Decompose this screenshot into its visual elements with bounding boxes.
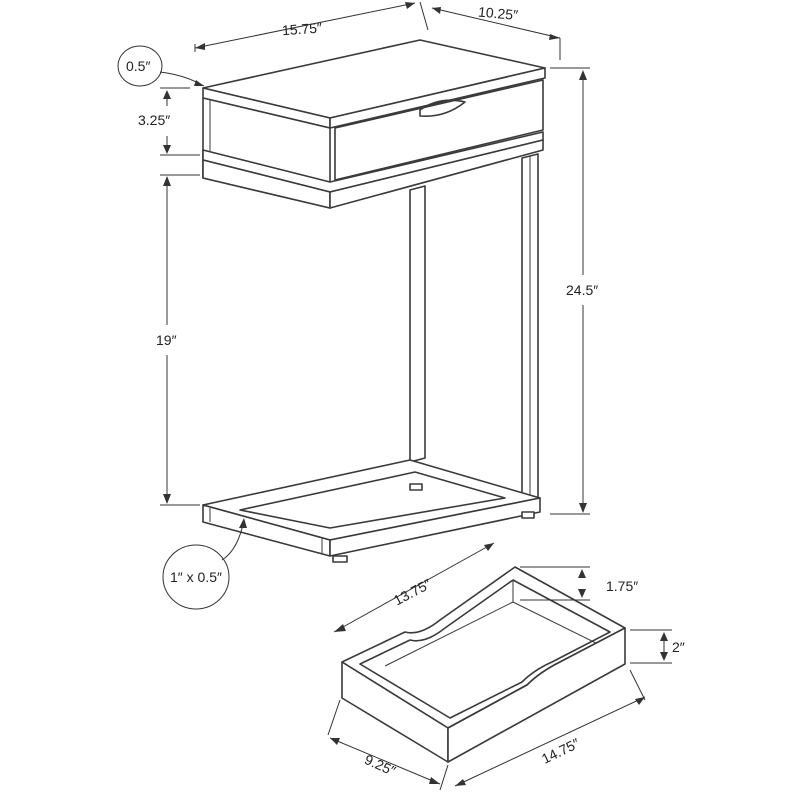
drawer-detail — [341, 566, 626, 763]
glide-rear — [409, 483, 423, 491]
label-top-width: 15.75″ — [281, 19, 322, 38]
label-tube-size: 1″ x 0.5″ — [170, 569, 222, 585]
frame-upright-inner — [409, 185, 426, 463]
base-frame-inner-opening — [239, 471, 506, 529]
drawer-box-inner — [359, 579, 611, 719]
c-table — [202, 39, 546, 563]
table-top-front-edge — [329, 67, 546, 129]
label-drawer-length: 13.75″ — [391, 575, 434, 608]
label-top-depth: 10.25″ — [477, 4, 518, 23]
drawer-dimensions — [327, 542, 672, 791]
label-drawer-outer-length: 14.75″ — [539, 735, 582, 767]
table-carcass-bottom-front — [329, 139, 544, 209]
label-drawer-front-height: 2″ — [672, 639, 685, 655]
table-dimensions — [117, 1, 590, 610]
label-total-height: 24.5″ — [566, 282, 598, 298]
glide-right — [521, 511, 535, 519]
label-top-thickness: 0.5″ — [126, 58, 150, 74]
drawer-handle-cutout — [419, 99, 466, 118]
label-drawer-height: 3.25″ — [138, 112, 170, 128]
callout-circle-tube — [162, 544, 230, 610]
glide-front — [332, 555, 348, 563]
label-drawer-depth-height: 1.75″ — [606, 578, 638, 594]
drawer-front — [334, 79, 544, 181]
label-leg-height: 19″ — [156, 332, 177, 348]
base-frame-front-edge — [329, 497, 541, 557]
callout-circle-top-thickness — [117, 45, 163, 87]
label-drawer-width: 9.25″ — [362, 751, 398, 779]
